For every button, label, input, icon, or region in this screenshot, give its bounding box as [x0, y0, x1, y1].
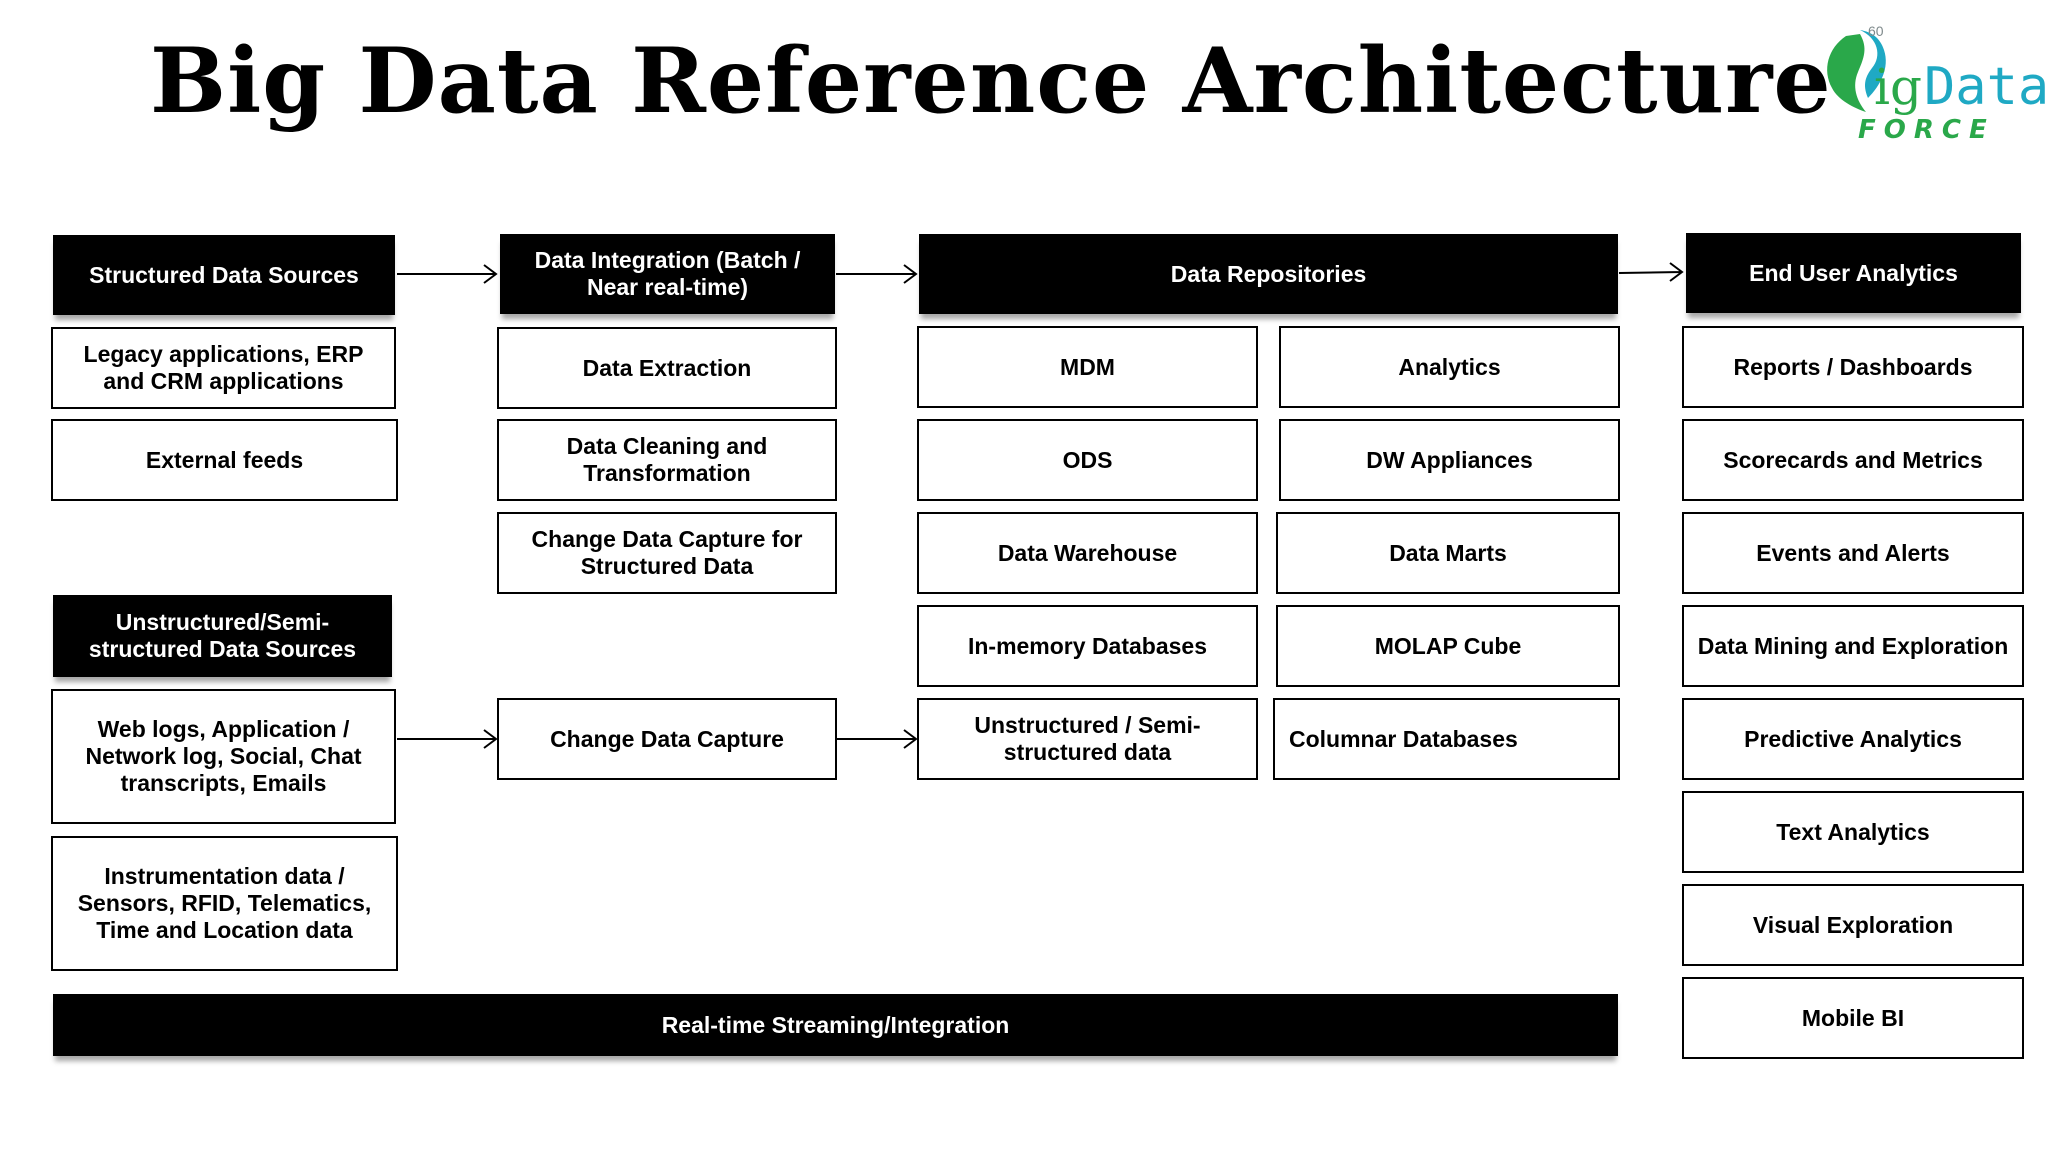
analytics-predictive: Predictive Analytics: [1682, 698, 2024, 780]
repo-ods: ODS: [917, 419, 1258, 501]
arrow-cdc-to-unstructured-repo: [837, 729, 918, 749]
source-external-feeds: External feeds: [51, 419, 398, 501]
arrow-sources-to-integration: [397, 264, 498, 284]
repo-molap-cube: MOLAP Cube: [1276, 605, 1620, 687]
analytics-data-mining: Data Mining and Exploration: [1682, 605, 2024, 687]
source-legacy-apps: Legacy applications, ERP and CRM applica…: [51, 327, 396, 409]
svg-text:Data: Data: [1924, 57, 2048, 117]
analytics-scorecards: Scorecards and Metrics: [1682, 419, 2024, 501]
structured-sources-header: Structured Data Sources: [53, 235, 395, 315]
unstructured-sources-header: Unstructured/Semi- structured Data Sourc…: [53, 595, 392, 677]
repo-data-marts: Data Marts: [1276, 512, 1620, 594]
integration-cdc-structured: Change Data Capture for Structured Data: [497, 512, 837, 594]
arrow-repositories-to-analytics: [1618, 262, 1684, 282]
svg-text:FORCE: FORCE: [1858, 115, 1995, 144]
repo-dw-appliances: DW Appliances: [1279, 419, 1620, 501]
streaming-bar: Real-time Streaming/Integration: [53, 994, 1618, 1056]
bigdata-force-logo: 60 ig Data FORCE: [1827, 23, 2048, 144]
integration-header: Data Integration (Batch / Near real-time…: [500, 234, 835, 314]
integration-data-cleaning: Data Cleaning and Transformation: [497, 419, 837, 501]
analytics-header: End User Analytics: [1686, 233, 2021, 313]
repo-columnar-db: Columnar Databases: [1273, 698, 1620, 780]
analytics-mobile-bi: Mobile BI: [1682, 977, 2024, 1059]
repo-mdm: MDM: [917, 326, 1258, 408]
integration-cdc: Change Data Capture: [497, 698, 837, 780]
repo-unstructured-data: Unstructured / Semi- structured data: [917, 698, 1258, 780]
repo-in-memory-db: In-memory Databases: [917, 605, 1258, 687]
arrow-unstructured-to-cdc: [397, 729, 498, 749]
analytics-events-alerts: Events and Alerts: [1682, 512, 2024, 594]
repo-analytics: Analytics: [1279, 326, 1620, 408]
arrow-integration-to-repositories: [836, 264, 918, 284]
source-web-logs: Web logs, Application / Network log, Soc…: [51, 689, 396, 824]
svg-text:60: 60: [1868, 23, 1884, 39]
analytics-text: Text Analytics: [1682, 791, 2024, 873]
source-instrumentation: Instrumentation data / Sensors, RFID, Te…: [51, 836, 398, 971]
svg-text:ig: ig: [1874, 58, 1922, 116]
page-title: Big Data Reference Architecture: [150, 28, 1832, 134]
analytics-reports-dashboards: Reports / Dashboards: [1682, 326, 2024, 408]
analytics-visual-exploration: Visual Exploration: [1682, 884, 2024, 966]
repo-data-warehouse: Data Warehouse: [917, 512, 1258, 594]
integration-data-extraction: Data Extraction: [497, 327, 837, 409]
repositories-header: Data Repositories: [919, 234, 1618, 314]
